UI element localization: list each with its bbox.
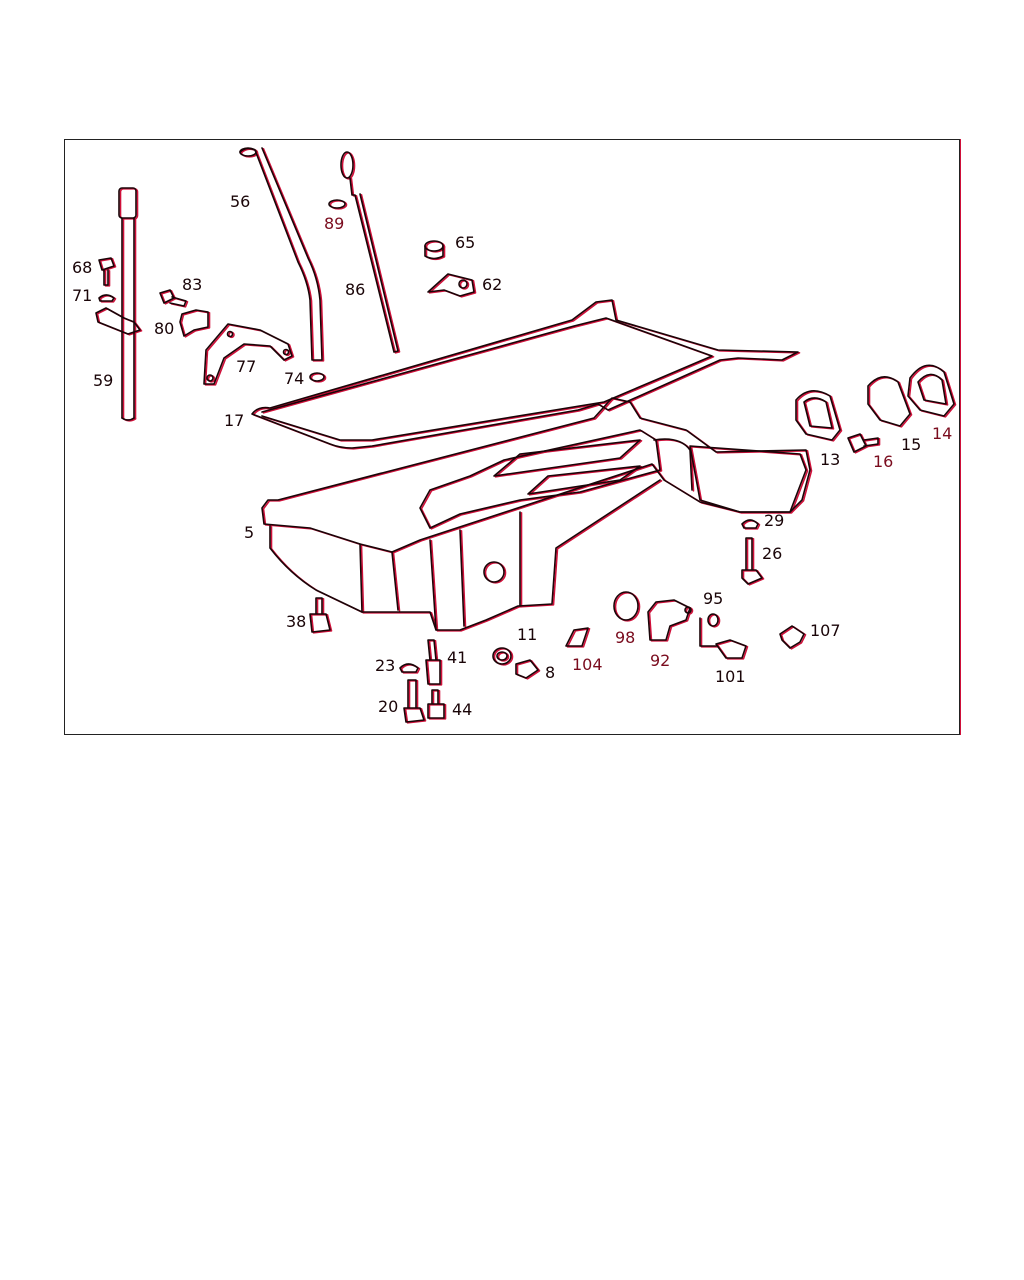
label-23: 23 (375, 656, 395, 675)
label-44: 44 (452, 700, 472, 719)
label-80: 80 (154, 319, 174, 338)
label-56: 56 (230, 192, 250, 211)
callout-labels: 56 89 65 62 68 83 71 86 80 77 59 74 17 1… (72, 192, 952, 719)
label-8: 8 (545, 663, 555, 682)
label-14: 14 (932, 424, 952, 443)
label-98: 98 (615, 628, 635, 647)
label-95: 95 (703, 589, 723, 608)
label-92: 92 (650, 651, 670, 670)
label-17: 17 (224, 411, 244, 430)
label-65: 65 (455, 233, 475, 252)
label-89: 89 (324, 214, 344, 233)
label-107: 107 (810, 621, 841, 640)
label-5: 5 (244, 523, 254, 542)
label-13: 13 (820, 450, 840, 469)
label-83: 83 (182, 275, 202, 294)
label-16: 16 (873, 452, 893, 471)
label-86: 86 (345, 280, 365, 299)
label-11: 11 (517, 625, 537, 644)
label-38: 38 (286, 612, 306, 631)
label-101: 101 (715, 667, 746, 686)
label-29: 29 (764, 511, 784, 530)
label-77: 77 (236, 357, 256, 376)
label-71: 71 (72, 286, 92, 305)
diagram-frame (64, 139, 960, 735)
label-15: 15 (901, 435, 921, 454)
label-41: 41 (447, 648, 467, 667)
label-74: 74 (284, 369, 304, 388)
label-104: 104 (572, 655, 603, 674)
label-68: 68 (72, 258, 92, 277)
label-62: 62 (482, 275, 502, 294)
label-20: 20 (378, 697, 398, 716)
label-26: 26 (762, 544, 782, 563)
label-59: 59 (93, 371, 113, 390)
